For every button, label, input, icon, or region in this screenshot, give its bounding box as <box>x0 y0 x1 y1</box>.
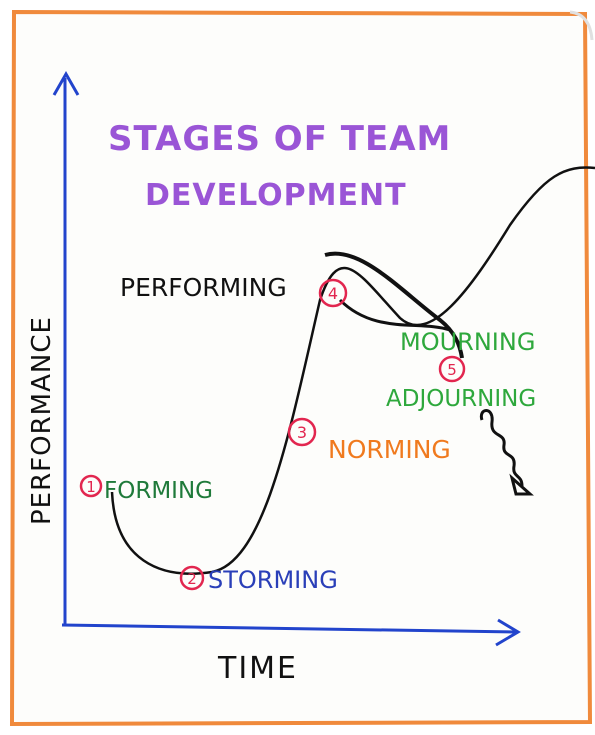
coil-arrowhead <box>509 473 534 496</box>
stage-3-number: 3 <box>297 423 307 442</box>
y-axis-arrow <box>52 70 80 96</box>
title-line-1: STAGES OF TEAM <box>108 119 451 159</box>
stage-1-label: FORMING <box>104 478 213 504</box>
x-axis-label: TIME <box>217 651 298 686</box>
stage-2-label: STORMING <box>208 566 338 594</box>
mourning-curve <box>338 298 451 332</box>
stage-1-circle <box>79 474 103 498</box>
x-axis-arrow <box>495 618 521 647</box>
stage-3-label: NORMING <box>328 435 451 464</box>
stage-4-number: 4 <box>328 284 338 303</box>
stage-2-circle <box>179 565 205 591</box>
stage-3-circle <box>287 417 317 447</box>
x-axis <box>61 623 516 634</box>
y-axis-label: PERFORMANCE <box>27 316 57 525</box>
adjourning-curve <box>324 251 464 359</box>
performance-curve <box>110 166 595 575</box>
title-line-2: DEVELOPMENT <box>145 178 407 213</box>
stage-4-label: PERFORMING <box>120 273 287 302</box>
page-curl <box>569 10 594 41</box>
stage-4-circle <box>318 278 348 308</box>
stage-1-number: 1 <box>86 478 96 496</box>
mourning-label: MOURNING <box>400 328 535 356</box>
stage-5-number: 5 <box>447 361 457 379</box>
stage-5-label: ADJOURNING <box>386 386 536 412</box>
stage-5-circle <box>438 355 466 383</box>
coil-arrow <box>479 409 524 487</box>
stage-2-number: 2 <box>187 570 197 588</box>
paper-frame <box>9 9 593 727</box>
